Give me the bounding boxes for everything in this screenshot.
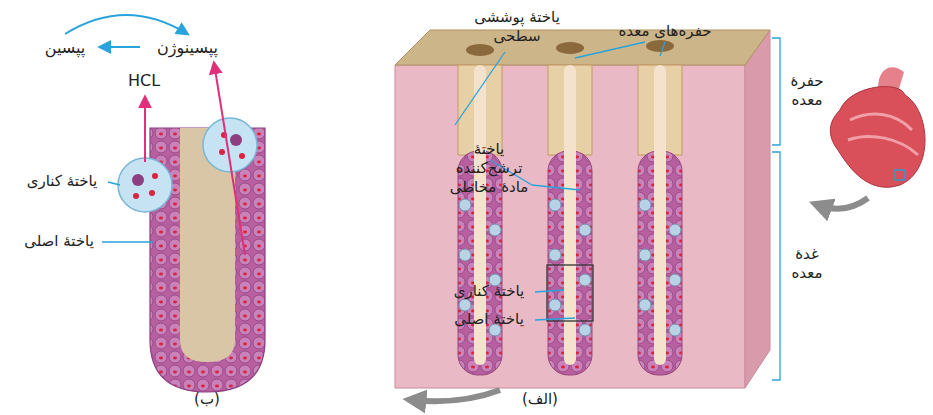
label-text: یاختهٔ ترشح‌کننده مادهٔ مخاطی	[450, 140, 529, 196]
term-text: پپسینوژن	[157, 38, 218, 57]
label-text: یاختهٔ کناری	[454, 282, 525, 300]
label-text: یاختهٔ اصلی	[454, 310, 524, 328]
stomach-image	[830, 67, 925, 187]
part-label: یاختهٔ پوششی سطحی	[462, 8, 572, 46]
term-node: پپسینوژن	[140, 34, 235, 60]
label-text: یاختهٔ کناری	[27, 172, 98, 190]
part-label: یاختهٔ کناری	[12, 172, 112, 191]
part-label: یاختهٔ اصلی	[440, 310, 538, 329]
label-text: یاختهٔ اصلی	[24, 232, 94, 250]
reaction-arrow	[100, 46, 140, 48]
part-label: یاختهٔ کناری	[440, 282, 538, 301]
part-label: (الف)	[515, 390, 565, 409]
label-text: (ب)	[194, 390, 220, 408]
part-label: غدهٔ معده	[784, 245, 830, 283]
label-text: یاختهٔ پوششی سطحی	[474, 8, 560, 45]
term-text: پپسین	[45, 38, 86, 57]
zoom-arrow	[818, 198, 868, 209]
part-label: (ب)	[185, 390, 229, 409]
label-text: حفره‌های معده	[619, 22, 712, 40]
term-text: HCL	[128, 71, 160, 90]
label-text: غدهٔ معده	[791, 245, 822, 282]
part-label: حفره‌های معده	[605, 22, 725, 41]
label-text: (الف)	[522, 390, 558, 408]
part-label: یاختهٔ اصلی	[12, 232, 106, 251]
tissue-block	[395, 30, 770, 388]
reaction-arrow	[65, 15, 188, 34]
bracket	[772, 38, 780, 380]
gastric-gland-tube	[150, 128, 265, 392]
part-label: یاختهٔ ترشح‌کننده مادهٔ مخاطی	[440, 140, 538, 196]
secretion-arrow	[145, 63, 245, 255]
term-node: HCL	[118, 68, 170, 92]
label-text: حفرهٔ معده	[791, 72, 824, 109]
leader-line	[102, 182, 153, 242]
zoom-arrow	[412, 390, 500, 401]
part-label: حفرهٔ معده	[784, 72, 830, 110]
term-node: پپسین	[30, 34, 100, 60]
